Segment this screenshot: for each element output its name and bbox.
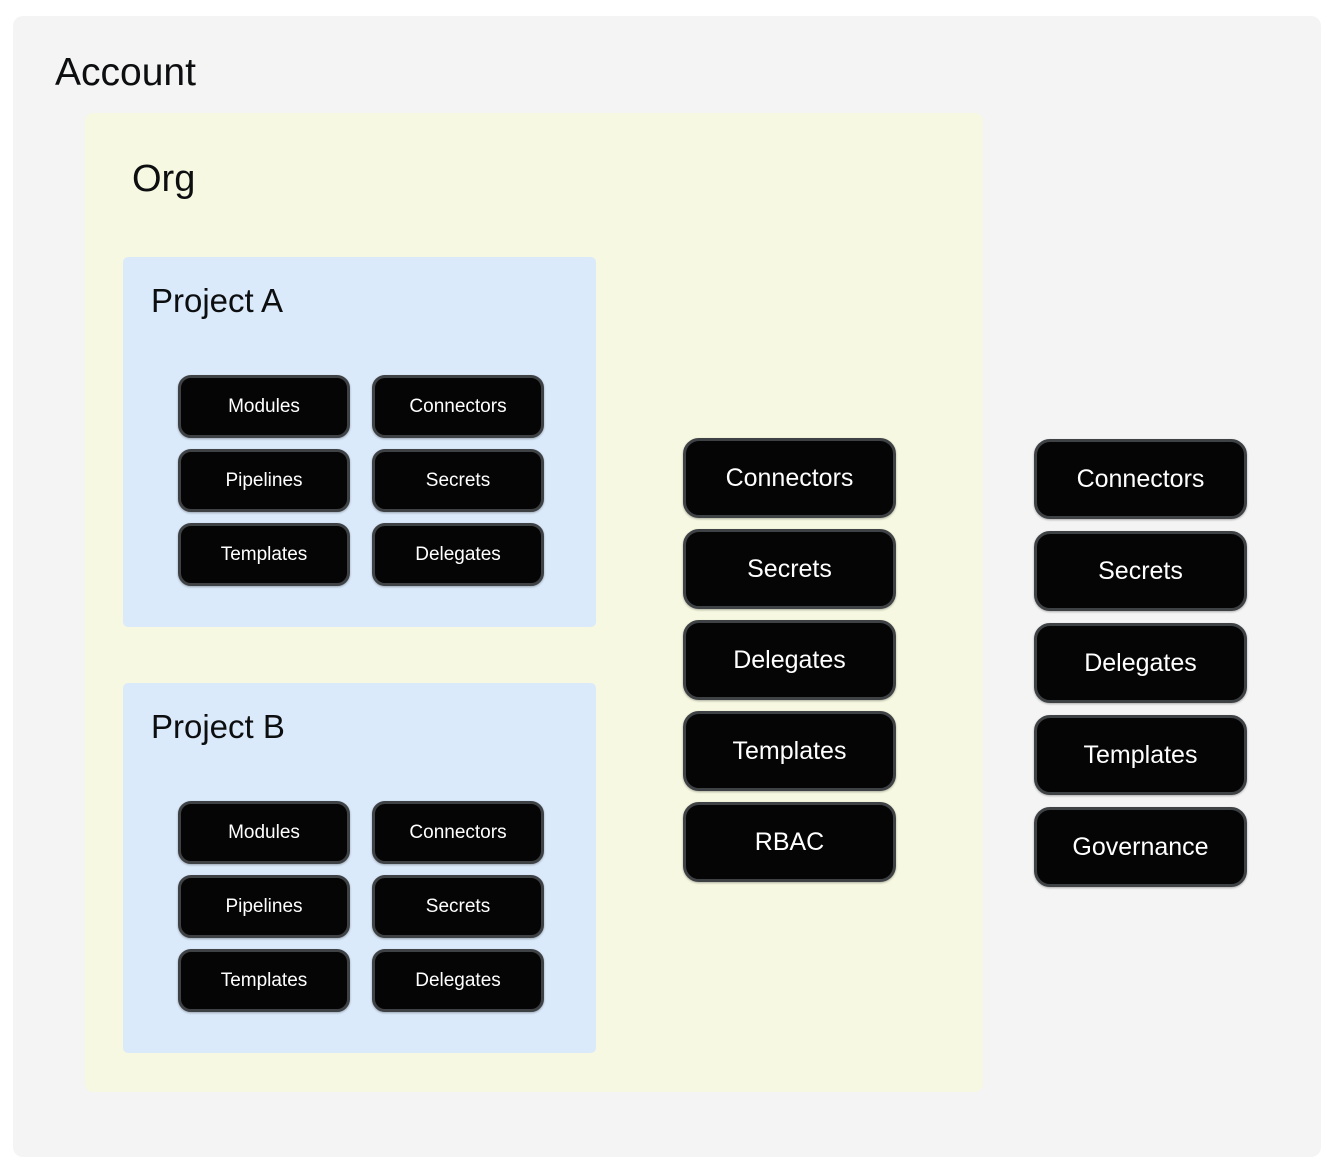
node-account-templates: Templates (1034, 715, 1247, 795)
project-b-resources: Modules Connectors Pipelines Secrets Tem… (178, 801, 544, 1012)
node-project-a-secrets: Secrets (372, 449, 544, 512)
account-container: Account Org Project A Modules Connectors… (13, 16, 1321, 1157)
account-resources: Connectors Secrets Delegates Templates G… (1034, 439, 1247, 887)
node-account-secrets: Secrets (1034, 531, 1247, 611)
node-project-b-connectors: Connectors (372, 801, 544, 864)
project-a-container: Project A Modules Connectors Pipelines S… (123, 257, 596, 627)
node-org-connectors: Connectors (683, 438, 896, 518)
node-project-b-templates: Templates (178, 949, 350, 1012)
node-project-b-secrets: Secrets (372, 875, 544, 938)
node-org-delegates: Delegates (683, 620, 896, 700)
node-project-b-delegates: Delegates (372, 949, 544, 1012)
project-b-title: Project B (151, 708, 285, 745)
project-b-container: Project B Modules Connectors Pipelines S… (123, 683, 596, 1053)
node-project-b-pipelines: Pipelines (178, 875, 350, 938)
node-org-secrets: Secrets (683, 529, 896, 609)
account-title: Account (55, 51, 196, 94)
node-account-connectors: Connectors (1034, 439, 1247, 519)
node-account-governance: Governance (1034, 807, 1247, 887)
node-account-delegates: Delegates (1034, 623, 1247, 703)
node-project-a-connectors: Connectors (372, 375, 544, 438)
node-project-a-templates: Templates (178, 523, 350, 586)
org-resources: Connectors Secrets Delegates Templates R… (683, 438, 896, 882)
node-project-a-delegates: Delegates (372, 523, 544, 586)
node-org-templates: Templates (683, 711, 896, 791)
org-container: Org Project A Modules Connectors Pipelin… (85, 113, 983, 1092)
project-a-resources: Modules Connectors Pipelines Secrets Tem… (178, 375, 544, 586)
node-project-a-modules: Modules (178, 375, 350, 438)
node-org-rbac: RBAC (683, 802, 896, 882)
node-project-b-modules: Modules (178, 801, 350, 864)
project-a-title: Project A (151, 282, 284, 319)
node-project-a-pipelines: Pipelines (178, 449, 350, 512)
org-title: Org (132, 158, 196, 200)
